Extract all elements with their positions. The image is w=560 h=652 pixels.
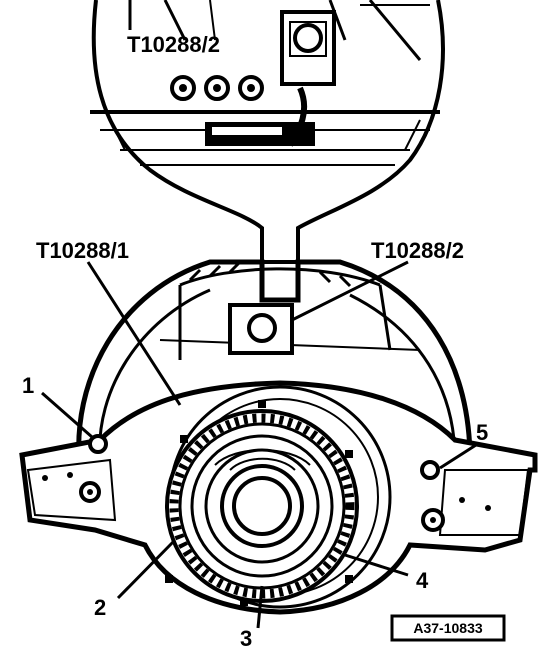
item-3-label: 3: [240, 626, 252, 651]
item-1-label: 1: [22, 373, 34, 398]
housing-outer: [76, 259, 473, 471]
leader-lines: [41, 260, 477, 629]
detail-magnifier: [90, 0, 445, 264]
item-2-label: 2: [94, 595, 106, 620]
figure-reference: A37-10833: [413, 620, 482, 636]
detail-tool-label: T10288/2: [127, 32, 220, 57]
tool-block-main: [228, 303, 294, 355]
tool-1-label: T10288/1: [36, 238, 129, 263]
item-4-label: 4: [416, 568, 429, 593]
tool-2-label: T10288/2: [371, 238, 464, 263]
gear-bearing-assembly: [165, 409, 359, 603]
figure-reference-box: A37-10833: [390, 614, 506, 642]
item-5-label: 5: [476, 420, 488, 445]
